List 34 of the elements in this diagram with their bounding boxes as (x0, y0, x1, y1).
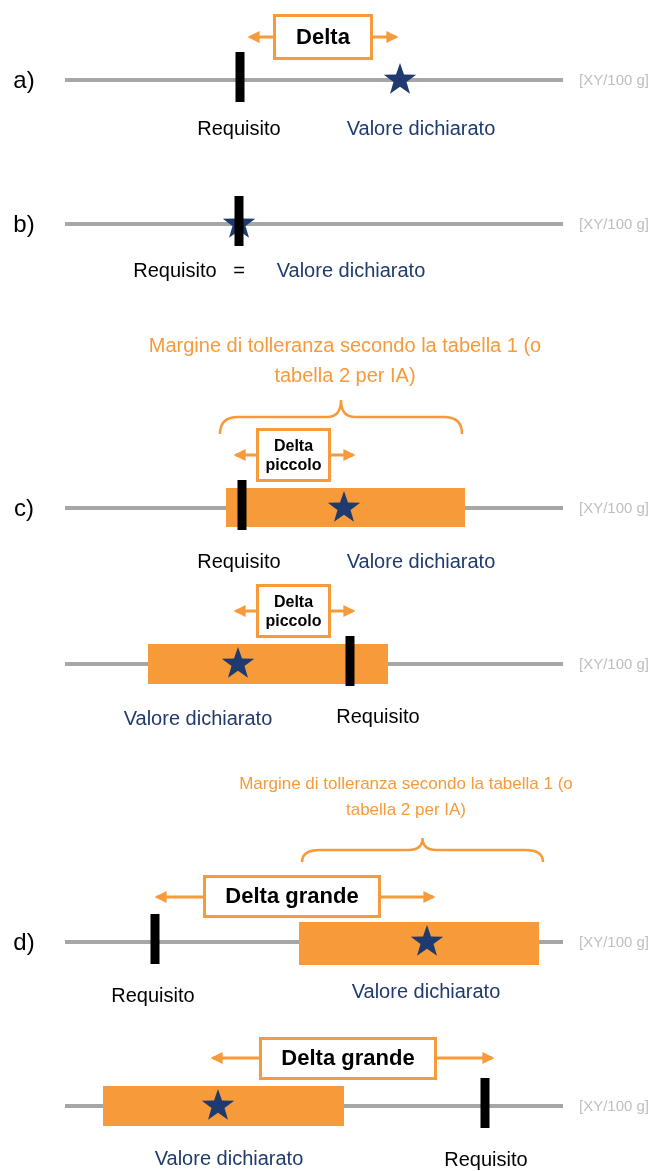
delta-box: Delta grande (203, 875, 381, 918)
delta-box: Delta piccolo (256, 584, 331, 638)
tolerance-bar (148, 644, 388, 684)
delta-box: Delta grande (259, 1037, 437, 1080)
declared-value-label: Valore dichiarato (346, 117, 496, 140)
panel-letter: a) (13, 66, 35, 94)
tolerance-heading: Margine di tolleranza secondo la tabella 1 (o tabella 2 per IA) (147, 333, 543, 388)
panel-letter: b) (13, 210, 35, 238)
axis-unit: [XY/100 g] (578, 655, 650, 673)
panel-letter: c) (14, 494, 34, 522)
requirement-label: Requisito (133, 259, 217, 282)
tolerance-bar (226, 488, 465, 527)
tolerance-bar (299, 922, 539, 965)
requirement-label: Requisito (111, 984, 195, 1007)
tolerance-bar (103, 1086, 344, 1126)
delta-box: Delta (273, 14, 373, 60)
requirement-label: Requisito (197, 117, 281, 140)
requirement-label: Requisito (197, 550, 281, 573)
declared-value-label: Valore dichiarato (346, 550, 496, 573)
tolerance-heading: Margine di tolleranza secondo la tabella 1 (o tabella 2 per IA) (238, 773, 574, 821)
panel-letter: d) (13, 928, 35, 956)
axis-unit: [XY/100 g] (578, 215, 650, 233)
declared-value-label: Valore dichiarato (123, 707, 273, 730)
declared-value-label: Valore dichiarato (276, 259, 426, 282)
axis-unit: [XY/100 g] (578, 1097, 650, 1115)
requirement-label: Requisito (444, 1148, 528, 1171)
requirement-label: = (233, 259, 245, 282)
axis-unit: [XY/100 g] (578, 933, 650, 951)
delta-box: Delta piccolo (256, 428, 331, 482)
declared-value-label: Valore dichiarato (154, 1147, 304, 1170)
requirement-label: Requisito (336, 705, 420, 728)
axis-unit: [XY/100 g] (578, 499, 650, 517)
axis-unit: [XY/100 g] (578, 71, 650, 89)
declared-value-label: Valore dichiarato (351, 980, 501, 1003)
